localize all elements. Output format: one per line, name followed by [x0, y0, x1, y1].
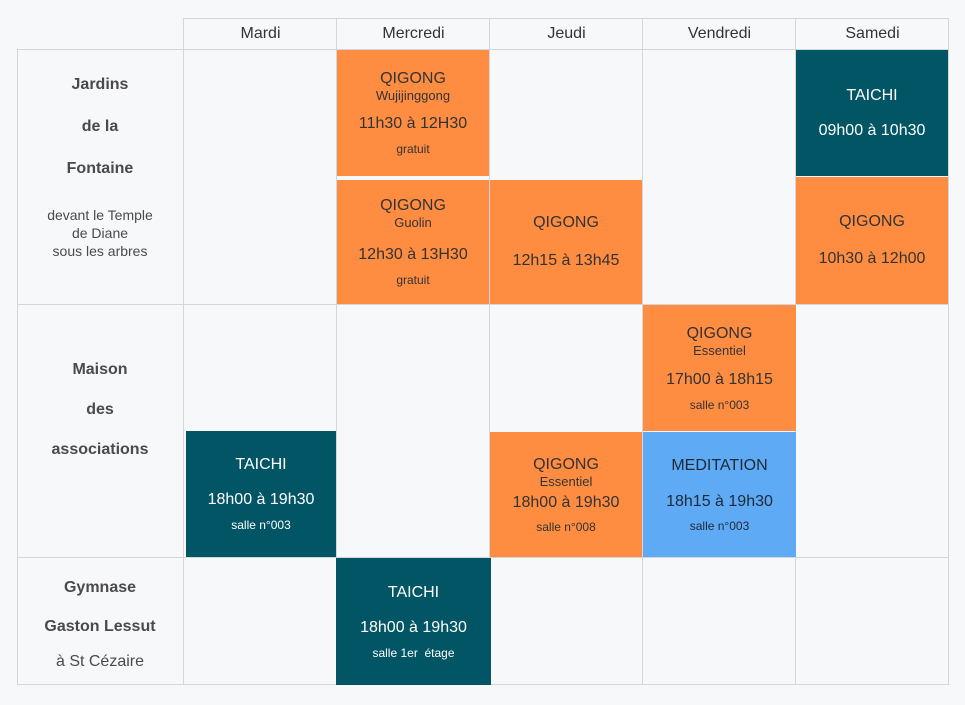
session-time: 11h30 à 12H30	[358, 115, 468, 132]
session-note: salle n°003	[689, 397, 750, 412]
session-qigong-jeudi[interactable]: QIGONG 12h15 à 13h45	[490, 180, 642, 304]
session-time: 18h15 à 19h30	[666, 492, 773, 510]
venue-name-line: Maison	[72, 361, 128, 378]
session-note: salle n°003	[689, 518, 750, 533]
venue-note-line: de Diane	[71, 225, 129, 241]
venue-note-line: devant le Temple	[47, 207, 153, 223]
venue-name-line: Gymnase	[63, 579, 137, 596]
venue-name-line: de la	[81, 118, 119, 135]
session-qigong-guolin[interactable]: QIGONG Guolin 12h30 à 13H30 gratuit	[337, 180, 489, 304]
session-title: QIGONG	[533, 455, 599, 473]
session-subtitle: Guolin	[394, 215, 432, 230]
grid-line	[642, 18, 643, 685]
grid-line	[17, 49, 18, 685]
session-time: 17h00 à 18h15	[666, 370, 773, 388]
venue-jardins-fontaine: Jardins de la Fontaine devant le Temple …	[17, 76, 183, 260]
grid-line	[183, 18, 948, 19]
session-qigong-samedi[interactable]: QIGONG 10h30 à 12h00	[796, 177, 948, 304]
day-header-mardi: Mardi	[240, 25, 281, 42]
venue-gymnase-gaston-lessut: Gymnase Gaston Lessut à St Cézaire	[17, 579, 183, 671]
session-time: 12h30 à 13H30	[358, 246, 468, 263]
grid-line	[948, 18, 949, 685]
venue-name-line: Fontaine	[66, 160, 134, 177]
session-title: TAICHI	[235, 456, 287, 473]
session-taichi-samedi[interactable]: TAICHI 09h00 à 10h30	[796, 50, 948, 176]
session-time: 18h00 à 19h30	[360, 618, 467, 636]
session-meditation[interactable]: MEDITATION 18h15 à 19h30 salle n°003	[643, 432, 796, 557]
session-taichi-gymnase[interactable]: TAICHI 18h00 à 19h30 salle 1er étage	[336, 558, 491, 685]
grid-line	[17, 557, 948, 558]
grid-line	[336, 18, 337, 685]
venue-name-line: des	[86, 401, 114, 418]
session-qigong-essentiel-vendredi[interactable]: QIGONG Essentiel 17h00 à 18h15 salle n°0…	[643, 305, 796, 431]
session-title: QIGONG	[533, 214, 599, 231]
session-note: salle 1er étage	[372, 645, 455, 660]
session-subtitle: Wujijinggong	[375, 88, 451, 103]
session-time: 18h00 à 19h30	[207, 491, 315, 508]
session-subtitle: Essentiel	[539, 473, 593, 489]
day-header-jeudi: Jeudi	[547, 25, 586, 42]
venue-maison-associations: Maison des associations	[17, 361, 183, 459]
venue-name-line: Jardins	[71, 76, 129, 93]
venue-name-line: associations	[51, 441, 149, 458]
session-title: TAICHI	[387, 583, 440, 601]
grid-line	[183, 18, 184, 685]
day-header-samedi: Samedi	[845, 25, 900, 42]
session-time: 18h00 à 19h30	[512, 493, 620, 511]
session-title: QIGONG	[380, 70, 446, 87]
grid-line	[17, 304, 948, 305]
session-taichi-mardi[interactable]: TAICHI 18h00 à 19h30 salle n°003	[186, 431, 336, 557]
venue-note-line: à St Cézaire	[55, 653, 145, 670]
session-note: salle n°003	[231, 518, 291, 532]
session-time: 09h00 à 10h30	[818, 121, 926, 139]
session-note: gratuit	[396, 273, 430, 287]
session-title: QIGONG	[686, 324, 753, 342]
session-time: 10h30 à 12h00	[818, 250, 926, 267]
grid-line	[17, 49, 948, 50]
session-qigong-wujijinggong[interactable]: QIGONG Wujijinggong 11h30 à 12H30 gratui…	[337, 50, 489, 176]
session-title: TAICHI	[846, 86, 898, 104]
venue-name-line: Gaston Lessut	[44, 618, 156, 635]
session-note: gratuit	[396, 142, 430, 156]
session-qigong-essentiel-jeudi[interactable]: QIGONG Essentiel 18h00 à 19h30 salle n°0…	[490, 432, 642, 557]
venue-note-line: sous les arbres	[52, 243, 148, 259]
session-title: QIGONG	[839, 213, 905, 230]
grid-line	[489, 18, 490, 685]
session-time: 12h15 à 13h45	[512, 252, 620, 269]
session-title: QIGONG	[380, 197, 446, 214]
day-header-vendredi: Vendredi	[687, 25, 752, 42]
session-title: MEDITATION	[671, 456, 768, 474]
session-note: salle n°008	[536, 519, 596, 534]
day-header-mercredi: Mercredi	[382, 25, 445, 42]
session-subtitle: Essentiel	[693, 342, 746, 358]
